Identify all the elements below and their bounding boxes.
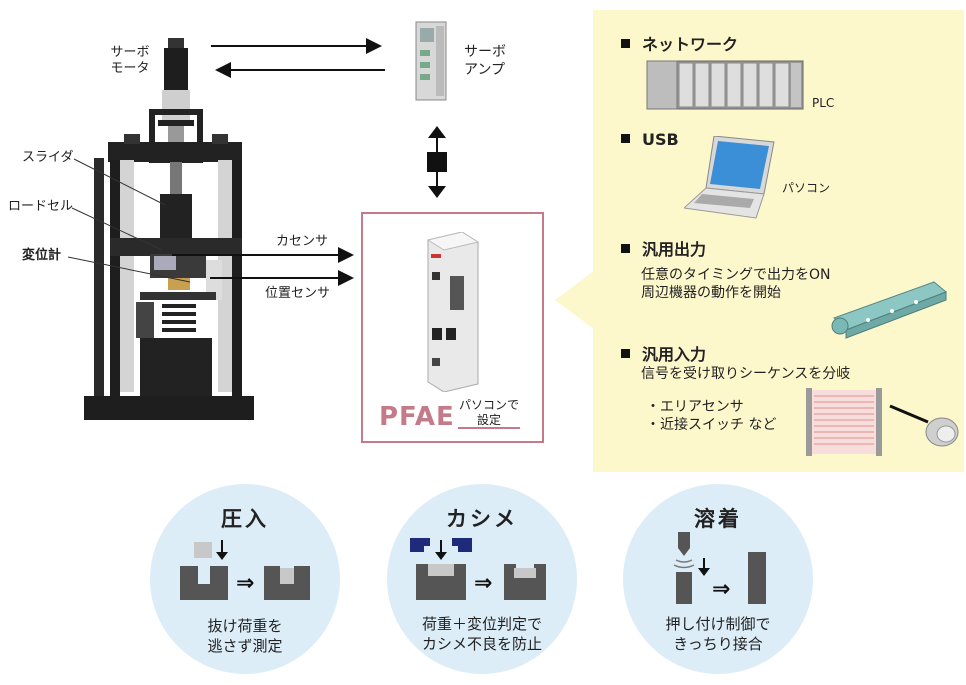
press-fit-illustration: ⇒: [180, 540, 310, 600]
app-desc-caulking: 荷重＋変位判定で カシメ不良を防止: [421, 615, 542, 653]
app-circle-welding: [623, 484, 813, 674]
proximity-switch-image: [889, 404, 959, 447]
displacement-sensor-label: 変位計: [22, 248, 62, 263]
caulking-illustration: ⇒: [410, 538, 546, 600]
force-sensor-label: カセンサ: [276, 234, 329, 249]
network-section-title: ネットワーク: [621, 31, 738, 55]
svg-text:⇒: ⇒: [712, 577, 730, 602]
conveyor-image: [831, 281, 947, 339]
plc-image: [646, 60, 804, 110]
general-input-section-title: 汎用入力: [621, 341, 706, 365]
pc-label: パソコン: [782, 181, 831, 195]
servo-motor-label: サーボ モータ: [110, 45, 150, 76]
app-desc-welding: 押し付け制御で きっちり接合: [665, 615, 771, 653]
servo-amp-label: サーボ アンプ: [464, 44, 506, 78]
input-item-area-sensor: ・エリアセンサ: [646, 399, 744, 415]
app-desc-press-fit: 抜け荷重を 逃さず測定: [207, 617, 283, 655]
bullet-square-icon: [621, 244, 630, 253]
bullet-square-icon: [621, 349, 630, 358]
pfae-product-name: PFAE: [379, 402, 455, 432]
motor-amp-arrows: [211, 38, 385, 78]
svg-text:⇒: ⇒: [474, 571, 492, 596]
app-title-welding: 溶着: [694, 507, 742, 531]
pfae-setting-note: パソコンで 設定: [458, 398, 519, 427]
position-sensor-label: 位置センサ: [265, 286, 331, 301]
amp-pfae-arrow: [427, 126, 447, 198]
area-sensor-image: [806, 388, 882, 456]
app-title-caulking: カシメ: [446, 507, 518, 531]
servo-amplifier-image: [415, 21, 447, 101]
input-item-proximity-switch: ・近接スイッチ など: [646, 417, 777, 433]
general-input-description: 信号を受け取りシーケンスを分岐: [641, 366, 851, 382]
bullet-square-icon: [621, 134, 630, 143]
plc-label: PLC: [812, 96, 835, 110]
general-output-description: 任意のタイミングで出力をON 周辺機器の動作を開始: [641, 267, 831, 301]
load-cell-label: ロードセル: [8, 199, 74, 214]
machine-leader-lines: [67, 158, 191, 283]
pfae-device-image: [426, 232, 480, 392]
general-output-section-title: 汎用出力: [621, 236, 706, 260]
app-title-press-fit: 圧入: [221, 507, 269, 531]
servo-press-machine: [84, 38, 254, 420]
sensor-arrows: [172, 247, 354, 286]
svg-text:⇒: ⇒: [236, 571, 254, 596]
pfae-note-underline: [458, 427, 520, 429]
slider-label: スライダ: [22, 150, 74, 165]
bullet-square-icon: [621, 39, 630, 48]
usb-section-title: USB: [621, 130, 679, 149]
callout-pointer: [555, 270, 595, 330]
laptop-image: [684, 136, 775, 219]
welding-illustration: ⇒: [673, 532, 766, 604]
